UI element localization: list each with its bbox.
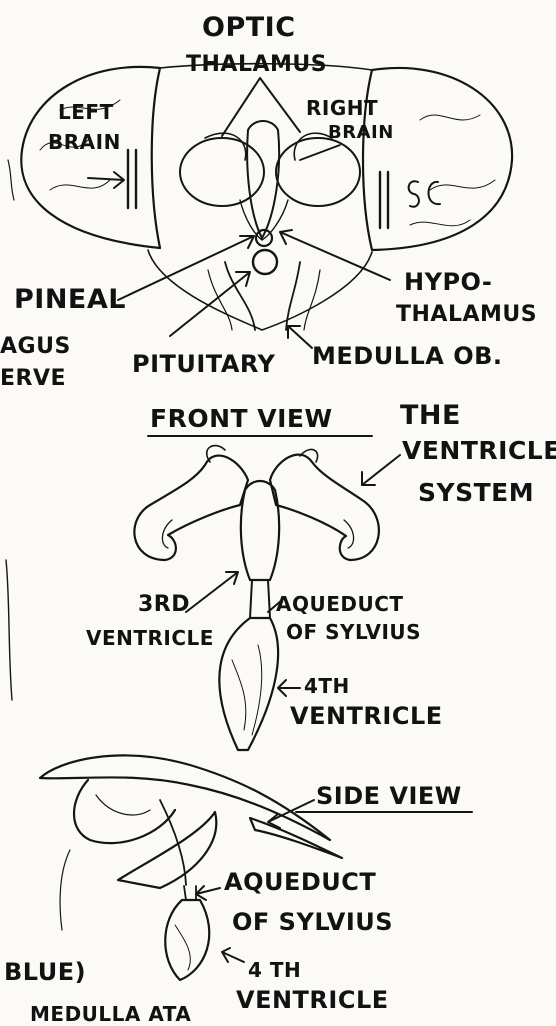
label-side-view: SIDE VIEW [316,784,462,808]
label-aqueduct-side-1: AQUEDUCT [224,870,376,894]
left-hemisphere [21,67,160,248]
label-fourth-ventricle-1: 4TH [304,676,350,696]
label-aqueduct-2: OF SYLVIUS [286,622,421,642]
label-right-brain-2: BRAIN [328,124,394,142]
label-fourth-side-2: VENTRICLE [236,988,389,1012]
label-fourth-side-1: 4 TH [248,960,301,980]
left-lateral-ventricle [134,456,248,560]
label-fourth-ventricle-2: VENTRICLE [290,704,443,728]
label-thalamus: THALAMUS [186,54,327,76]
label-ventricle-system-3: SYSTEM [418,480,534,505]
aqueduct-of-sylvius-side [184,886,196,900]
left-brain-marker [128,150,136,208]
label-aqueduct-side-2: OF SYLVIUS [232,910,393,934]
label-hypothalamus-2: THALAMUS [396,304,537,326]
right-hemisphere [363,68,512,250]
label-blue-note: BLUE) [4,960,86,984]
label-optic: OPTIC [202,14,296,41]
pituitary-body [253,250,277,274]
label-vagus-2: ERVE [0,368,66,390]
label-aqueduct-1: AQUEDUCT [276,594,404,614]
label-vagus-1: AGUS [0,336,71,358]
label-medulla-note: MEDULLA ATA [30,1004,191,1024]
fourth-ventricle-front [219,618,278,750]
label-left-brain-1: LEFT [58,102,114,122]
label-third-ventricle-2: VENTRICLE [86,628,214,648]
label-pituitary: PITUITARY [132,352,275,376]
label-right-brain-1: RIGHT [306,98,378,118]
right-thalamus [276,138,360,206]
label-pineal: PINEAL [14,286,126,313]
lateral-ventricle-side [40,755,330,840]
right-lateral-ventricle [270,455,379,560]
aqueduct-of-sylvius-front [250,580,270,618]
label-left-brain-2: BRAIN [48,132,121,152]
fourth-ventricle-side [165,900,209,980]
label-third-ventricle-1: 3RD [138,594,190,616]
right-brain-marker [380,172,388,228]
label-front-view: FRONT VIEW [150,406,333,431]
left-thalamus [180,138,264,206]
label-medulla: MEDULLA OB. [312,344,503,368]
label-hypothalamus-1: HYPO- [404,270,492,294]
label-ventricle-system-1: THE [400,402,461,429]
label-ventricle-system-2: VENTRICLE [402,438,556,463]
